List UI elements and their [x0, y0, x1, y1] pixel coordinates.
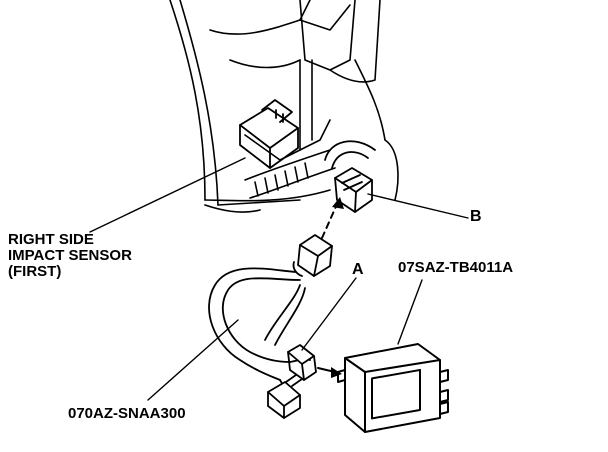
leader-a: [301, 277, 357, 351]
connector-a: [287, 344, 317, 381]
test-cable-coil: [208, 267, 311, 401]
label-sensor-line3: (FIRST): [8, 263, 62, 280]
impact-sensor-body: [239, 99, 299, 169]
vehicle-body-structure: [169, 0, 399, 213]
harness-corrugated-tube: [244, 149, 336, 199]
test-harness-box: [337, 343, 449, 433]
label-sensor-line2: IMPACT SENSOR: [8, 247, 132, 264]
label-tool-box: 07SAZ-TB4011A: [398, 259, 514, 276]
leader-sensor: [89, 157, 246, 233]
connector-b: [334, 167, 373, 213]
cable-plug: [267, 374, 303, 419]
label-tool-cable: 070AZ-SNAA300: [68, 405, 186, 422]
connection-arrow: [321, 197, 344, 239]
harness-to-connector-b: [324, 140, 376, 169]
leader-lines: [89, 157, 469, 401]
leader-tool-cable: [147, 319, 239, 401]
leader-b: [367, 193, 469, 219]
box-connection-arrow: [317, 367, 342, 378]
label-sensor-line1: RIGHT SIDE: [8, 231, 94, 248]
callout-b: B: [470, 208, 482, 225]
leader-tool-box: [397, 279, 423, 345]
callout-a: A: [352, 261, 364, 278]
cable-connector: [292, 234, 333, 277]
